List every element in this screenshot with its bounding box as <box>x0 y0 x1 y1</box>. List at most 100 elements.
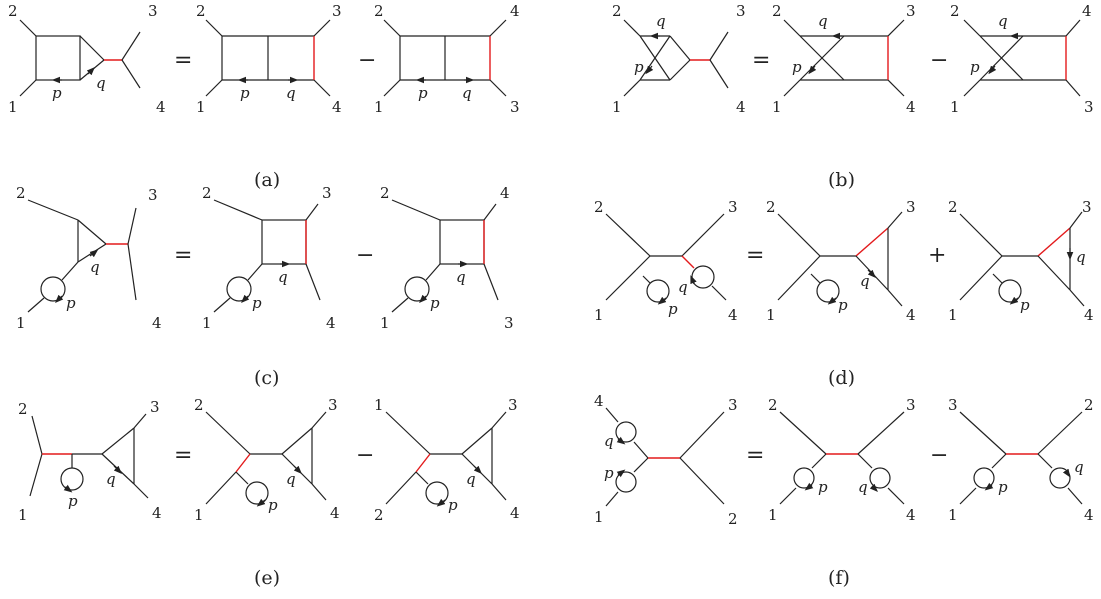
leg-label: 4 <box>1084 506 1094 524</box>
leg-label: 2 <box>380 184 390 202</box>
momentum-label: p <box>240 84 250 102</box>
panel-c: 2 1 3 4 q p = 2 1 3 4 q p − <box>16 184 514 389</box>
leg-label: 4 <box>594 392 604 410</box>
leg-label: 3 <box>510 98 520 116</box>
leg-label: 2 <box>772 2 782 20</box>
diagram-b-rhs-2: 2 1 4 3 q p <box>950 2 1094 116</box>
leg-label: 4 <box>152 314 162 332</box>
caption-e: (e) <box>254 567 280 589</box>
diagram-c-rhs-2: 2 1 4 3 q p <box>380 184 514 332</box>
momentum-label: p <box>418 84 428 102</box>
momentum-label: q <box>1076 248 1086 266</box>
leg-label: 2 <box>194 396 204 414</box>
leg-label: 2 <box>18 400 28 418</box>
leg-label: 2 <box>202 184 212 202</box>
momentum-label: p <box>792 58 802 76</box>
panel-a: 2 1 3 4 p q = 2 1 3 4 p q − <box>8 2 520 191</box>
leg-label: 2 <box>766 198 776 216</box>
momentum-label: p <box>252 294 262 312</box>
leg-label: 4 <box>330 504 340 522</box>
leg-label: 3 <box>332 2 342 20</box>
diagram-b-lhs: 2 1 3 4 q p <box>612 2 746 116</box>
leg-label: 1 <box>948 506 958 524</box>
momentum-label: p <box>1020 296 1030 314</box>
momentum-label: q <box>604 432 614 450</box>
leg-label: 1 <box>18 506 28 524</box>
panel-b: 2 1 3 4 q p = 2 1 3 4 q p − <box>612 2 1094 191</box>
leg-label: 2 <box>1084 396 1094 414</box>
momentum-label: q <box>678 278 688 296</box>
leg-label: 2 <box>374 506 384 524</box>
leg-label: 4 <box>510 504 520 522</box>
equals-sign: = <box>174 243 192 268</box>
leg-label: 3 <box>1082 198 1092 216</box>
leg-label: 4 <box>156 98 166 116</box>
leg-label: 1 <box>16 314 26 332</box>
caption-d: (d) <box>828 367 855 389</box>
diagram-a-lhs: 2 1 3 4 p q <box>8 2 166 116</box>
leg-label: 1 <box>612 98 622 116</box>
caption-c: (c) <box>254 367 279 389</box>
leg-label: 2 <box>8 2 18 20</box>
equals-sign: = <box>746 443 764 468</box>
leg-label: 3 <box>906 198 916 216</box>
leg-label: 2 <box>948 198 958 216</box>
momentum-label: q <box>286 84 296 102</box>
caption-a: (a) <box>254 169 280 191</box>
leg-label: 4 <box>1082 2 1092 20</box>
leg-label: 2 <box>612 2 622 20</box>
diagram-e-rhs-2: 1 2 3 4 q p <box>374 396 520 524</box>
momentum-label: p <box>448 496 458 514</box>
leg-label: 2 <box>768 396 778 414</box>
leg-label: 4 <box>500 184 510 202</box>
diagram-f-rhs-2: 3 1 2 4 p q <box>948 396 1094 524</box>
minus-sign: − <box>356 443 374 468</box>
leg-label: 4 <box>1084 306 1094 324</box>
momentum-label: q <box>456 268 466 286</box>
diagram-c-rhs-1: 2 1 3 4 q p <box>202 184 336 332</box>
leg-label: 2 <box>374 2 384 20</box>
leg-label: 4 <box>906 98 916 116</box>
equals-sign: = <box>746 243 764 268</box>
minus-sign: − <box>358 48 376 73</box>
equals-sign: = <box>174 443 192 468</box>
leg-label: 1 <box>950 98 960 116</box>
leg-label: 2 <box>728 510 738 528</box>
leg-label: 1 <box>766 306 776 324</box>
diagram-d-lhs: 2 1 3 4 p q <box>594 198 738 324</box>
panel-e: 2 1 3 4 q p = 2 1 3 4 q p <box>18 396 520 589</box>
momentum-label: p <box>52 84 62 102</box>
leg-label: 1 <box>768 506 778 524</box>
leg-label: 4 <box>906 506 916 524</box>
leg-label: 3 <box>906 396 916 414</box>
momentum-label: q <box>656 12 666 30</box>
leg-label: 2 <box>196 2 206 20</box>
momentum-label: q <box>1074 458 1084 476</box>
leg-label: 4 <box>332 98 342 116</box>
leg-label: 2 <box>16 184 26 202</box>
leg-label: 3 <box>728 396 738 414</box>
momentum-label: p <box>604 464 614 482</box>
leg-label: 1 <box>948 306 958 324</box>
leg-label: 3 <box>150 398 160 416</box>
momentum-label: p <box>268 496 278 514</box>
momentum-label: p <box>668 300 678 318</box>
minus-sign: − <box>356 243 374 268</box>
leg-label: 1 <box>374 98 384 116</box>
momentum-label: p <box>970 58 980 76</box>
equals-sign: = <box>174 48 192 73</box>
momentum-label: p <box>998 478 1008 496</box>
leg-label: 1 <box>380 314 390 332</box>
leg-label: 1 <box>594 306 604 324</box>
leg-label: 4 <box>728 306 738 324</box>
leg-label: 1 <box>772 98 782 116</box>
plus-sign: + <box>928 243 946 268</box>
momentum-label: q <box>998 12 1008 30</box>
momentum-label: q <box>106 470 116 488</box>
momentum-label: q <box>462 84 472 102</box>
momentum-label: q <box>286 470 296 488</box>
leg-label: 3 <box>736 2 746 20</box>
momentum-label: q <box>466 470 476 488</box>
leg-label: 3 <box>328 396 338 414</box>
